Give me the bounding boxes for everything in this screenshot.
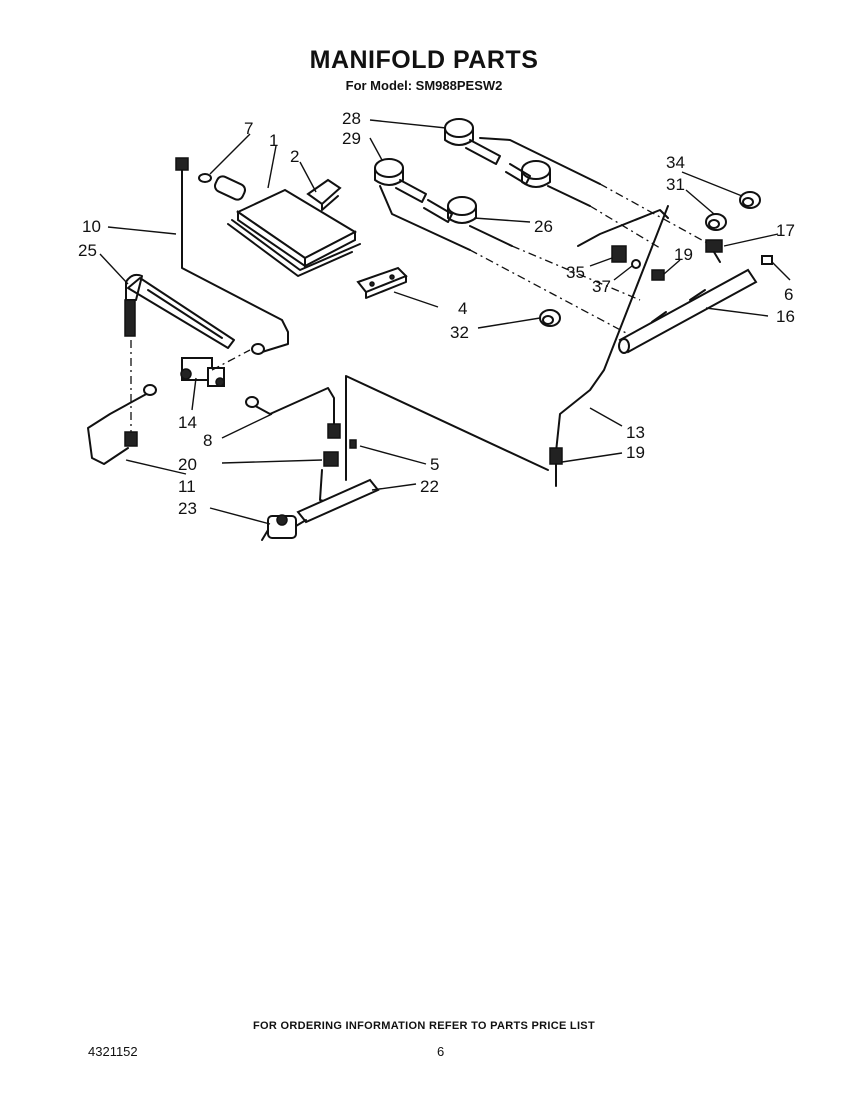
- top-burner-29-drawing: [374, 158, 427, 203]
- knob-31-drawing: [705, 213, 727, 231]
- page-title: MANIFOLD PARTS: [309, 46, 539, 74]
- callout-4: 4: [458, 299, 467, 318]
- knob-34-drawing: [739, 191, 761, 209]
- callout-26: 26: [534, 217, 553, 236]
- fitting-6-drawing: [761, 255, 773, 265]
- callout-19-upper: 19: [674, 245, 693, 264]
- bracket-2-drawing: [306, 178, 342, 211]
- callout-16: 16: [776, 307, 795, 326]
- tube-10-fitting: [175, 157, 189, 171]
- callout-7: 7: [244, 119, 253, 138]
- manifold-pipe-16-drawing: [618, 268, 758, 354]
- callout-32: 32: [450, 323, 469, 342]
- callout-5: 5: [430, 455, 439, 474]
- callout-25: 25: [78, 241, 97, 260]
- callout-11: 11: [178, 477, 196, 496]
- callout-28: 28: [342, 109, 361, 128]
- callout-19-lower: 19: [626, 443, 645, 462]
- tube-8-drawing: [247, 387, 335, 429]
- oven-burner-25-drawing: [124, 273, 235, 349]
- callout-8: 8: [203, 431, 212, 450]
- tube-13-drawing: [555, 205, 669, 453]
- callout-34: 34: [666, 153, 685, 172]
- leader-lines: [99, 119, 791, 525]
- bracket-4-drawing: [356, 266, 408, 299]
- fitting-17-drawing: [705, 239, 723, 263]
- center-line-right: [589, 205, 661, 249]
- model-subtitle: For Model: SM988PESW2: [345, 78, 503, 93]
- tube-8-nut: [245, 396, 259, 408]
- center-line-29: [469, 249, 629, 335]
- tube-11-fitting: [124, 431, 138, 447]
- burner-26-tube: [469, 225, 513, 247]
- callout-23: 23: [178, 499, 197, 518]
- part-drawings: [87, 118, 773, 541]
- page-number: 6: [437, 1044, 445, 1059]
- callout-6: 6: [784, 285, 793, 304]
- callout-17: 17: [776, 221, 795, 240]
- top-burner-26-drawing: [423, 196, 477, 224]
- callout-22: 22: [420, 477, 439, 496]
- callout-35: 35: [566, 263, 585, 282]
- callout-1: 1: [269, 131, 278, 150]
- valve-center-line: [211, 349, 251, 371]
- burner-right-tube: [547, 185, 591, 207]
- regulator-23-drawing: [261, 514, 307, 541]
- tube-8-fitting: [327, 423, 341, 439]
- manifold-edge-line: [345, 375, 549, 481]
- fitting-19-lower-drawing: [549, 447, 563, 465]
- callout-31: 31: [666, 175, 685, 194]
- callout-37: 37: [592, 277, 611, 296]
- knob-32-drawing: [539, 309, 561, 327]
- callout-labels: 7 1 2 10 25 4 32 14 8 20 5 11 22 23 28 2…: [78, 109, 795, 518]
- regulator-22-drawing: [296, 439, 380, 524]
- tube-10-nut: [251, 343, 265, 355]
- burner-29-tube: [379, 185, 471, 251]
- center-line-26: [511, 245, 641, 301]
- document-number: 4321152: [88, 1044, 138, 1059]
- callout-10: 10: [82, 217, 101, 236]
- ordering-note: FOR ORDERING INFORMATION REFER TO PARTS …: [253, 1020, 595, 1032]
- tube-11-drawing: [87, 391, 151, 465]
- callout-14: 14: [178, 413, 197, 432]
- callout-20: 20: [178, 455, 197, 474]
- burner-28-tube: [479, 137, 601, 185]
- top-burner-28-drawing: [444, 118, 501, 165]
- broil-burner-drawing: [213, 175, 361, 277]
- top-burner-right-drawing: [505, 160, 551, 188]
- callout-13: 13: [626, 423, 645, 442]
- orifice-7-drawing: [198, 173, 212, 183]
- safety-valve-14-drawing: [143, 357, 225, 396]
- tube-10-drawing: [181, 167, 289, 353]
- callout-29: 29: [342, 129, 361, 148]
- callout-2: 2: [290, 147, 299, 166]
- center-line-28: [599, 183, 721, 251]
